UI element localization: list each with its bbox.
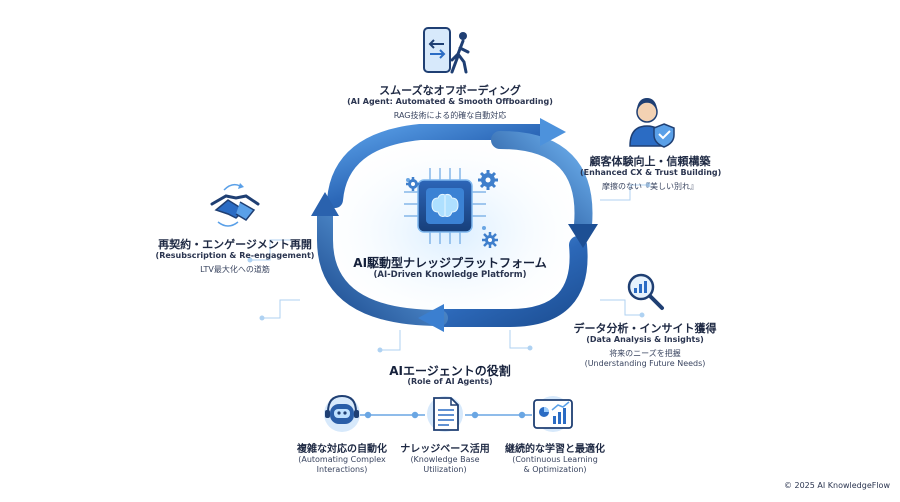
circuit-traces: [247, 182, 651, 353]
data-title: データ分析・インサイト獲得: [573, 322, 717, 335]
dashboard-chart-icon: [533, 396, 573, 432]
customer-trust-icon: [629, 98, 675, 148]
copyright-text: © 2025 AI KnowledgeFlow: [783, 481, 890, 490]
ai-chip-icon: [404, 168, 486, 244]
cx-title: 顧客体験向上・信頼構築: [589, 155, 711, 168]
ring-arc-top: [327, 124, 548, 208]
arrowhead-top: [540, 118, 566, 146]
role-item-desc: (Knowledge Base: [410, 455, 480, 464]
roles-connector: [358, 411, 532, 419]
cx-subtitle: (Enhanced CX & Trust Building): [580, 168, 722, 177]
gear-icon-left: [406, 177, 420, 191]
offboarding-icon: [423, 27, 470, 74]
center-subtitle: (AI-Driven Knowledge Platform): [373, 270, 527, 280]
ring-arc-left: [317, 207, 448, 326]
analytics-magnifier-icon: [627, 273, 664, 310]
center-title: AI駆動型ナレッジプラットフォーム: [353, 256, 547, 270]
role-item-title: 複雑な対応の自動化: [297, 444, 387, 455]
arrowhead-left: [311, 192, 339, 216]
role-item-desc: (Continuous Learning: [512, 455, 598, 464]
role-item-desc: (Automating Complex: [298, 455, 386, 464]
arrowhead-right: [568, 224, 598, 248]
data-note-en: (Understanding Future Needs): [584, 359, 706, 368]
robot-headset-icon: [324, 394, 360, 432]
data-note: 将来のニーズを把握: [609, 349, 681, 358]
role-item-desc: Utilization): [423, 465, 467, 474]
role-item-desc: Interactions): [316, 465, 368, 474]
role-item-desc: & Optimization): [523, 465, 587, 474]
handshake-icon: [210, 183, 260, 227]
resub-title: 再契約・エンゲージメント再開: [158, 238, 312, 251]
cx-note: 摩擦のない『美しい別れ』: [602, 182, 698, 191]
ring-arc-right: [491, 131, 593, 234]
cycle-ring: [317, 124, 593, 327]
brain-icon: [431, 193, 459, 217]
resub-note: LTV最大化への道筋: [200, 265, 270, 274]
gear-icon: [478, 170, 498, 190]
data-subtitle: (Data Analysis & Insights): [586, 335, 704, 344]
arrowhead-bottom: [418, 304, 444, 332]
roles-title: AIエージェントの役割: [389, 364, 511, 378]
role-item-title: ナレッジベース活用: [400, 444, 490, 455]
ring-arc-bottom: [431, 236, 588, 327]
offboarding-note: RAG技術による的確な自動対応: [393, 111, 507, 120]
roles-subtitle: (Role of AI Agents): [407, 377, 493, 386]
offboarding-title: スムーズなオフボーディング: [379, 84, 521, 97]
document-icon: [427, 396, 463, 432]
resub-subtitle: (Resubscription & Re-engagement): [155, 251, 315, 260]
offboarding-subtitle: (AI Agent: Automated & Smooth Offboardin…: [347, 97, 553, 106]
gear-icon-small: [482, 232, 498, 248]
role-item-title: 継続的な学習と最適化: [505, 444, 605, 455]
